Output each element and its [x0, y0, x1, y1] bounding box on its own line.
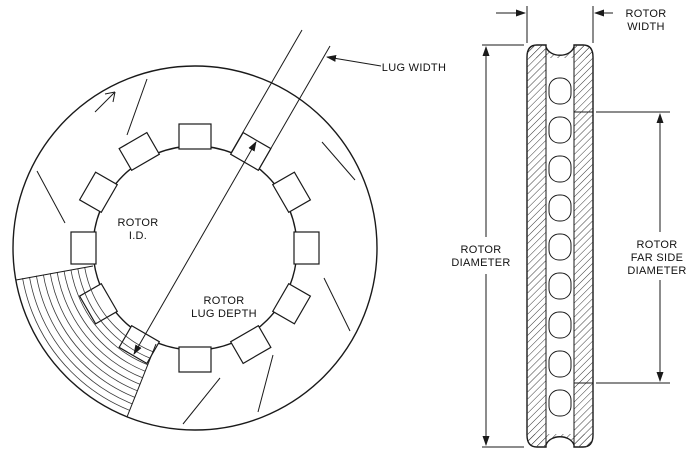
vane-section — [548, 233, 572, 261]
bottom-rim-hatch — [527, 434, 593, 447]
lug-width-leader — [326, 55, 382, 67]
rotor-diameter-label: DIAMETER — [451, 257, 510, 269]
rotor-lug — [293, 231, 320, 265]
rotor-lug — [271, 171, 312, 214]
rotor-lug — [178, 346, 212, 373]
rotor-outer-edge — [12, 65, 378, 431]
rotor-slot — [321, 141, 356, 181]
cutaway-boundary — [15, 265, 94, 281]
rotor-id-label: ROTOR — [117, 217, 158, 229]
section-hatching — [527, 45, 593, 447]
rotor-slot — [323, 277, 351, 332]
front-view: LUG WIDTH ROTOR I.D. ROTOR LUG DEPTH — [12, 29, 446, 431]
vane-section — [548, 77, 572, 105]
lug-width-extension-line — [230, 29, 303, 154]
rotor-far-side-diameter-label: ROTOR — [636, 239, 677, 251]
lug-width-label: LUG WIDTH — [382, 62, 446, 74]
rotor-lug-depth-label: ROTOR — [203, 295, 244, 307]
rotor-lug — [70, 231, 97, 265]
rotor-lug — [271, 282, 312, 325]
rotor-slot — [182, 377, 221, 425]
cutaway-boundary — [126, 343, 157, 418]
rotor-lug — [178, 123, 212, 150]
vane-section — [548, 389, 572, 417]
near-plate-hatch — [527, 45, 546, 447]
vane-section — [548, 194, 572, 222]
far-plate-hatch — [574, 45, 593, 447]
rotor-slot — [36, 170, 66, 224]
id-dimension-line — [133, 247, 196, 355]
rotor-lug — [78, 282, 119, 325]
rotor-width-label: ROTOR — [625, 8, 666, 20]
rotor-lug-depth-label: LUG DEPTH — [191, 308, 257, 320]
rotor-lug — [78, 171, 119, 214]
vane-section — [548, 155, 572, 183]
rotor-slot — [126, 78, 148, 136]
id-dimension-line — [194, 141, 257, 249]
vane-section — [548, 116, 572, 144]
vane-section — [548, 272, 572, 300]
rotor-lug — [118, 131, 161, 172]
rotor-id-label: I.D. — [129, 230, 147, 242]
rotor-width-label: WIDTH — [627, 21, 665, 33]
vane-section — [548, 311, 572, 339]
rotation-arrow-icon — [94, 91, 116, 113]
rotor-diameter-label: ROTOR — [460, 244, 501, 256]
side-view: ROTOR WIDTH ROTOR DIAMETER ROTOR FAR SID… — [451, 6, 686, 448]
top-rim-hatch — [527, 45, 593, 58]
rotor-slot — [257, 354, 274, 413]
rotor-lug — [229, 324, 272, 365]
rotor-far-side-diameter-label: DIAMETER — [627, 265, 686, 277]
rotor-far-side-diameter-label: FAR SIDE — [631, 252, 684, 264]
vane-section — [548, 350, 572, 378]
lug-width-extension-line — [258, 45, 331, 170]
